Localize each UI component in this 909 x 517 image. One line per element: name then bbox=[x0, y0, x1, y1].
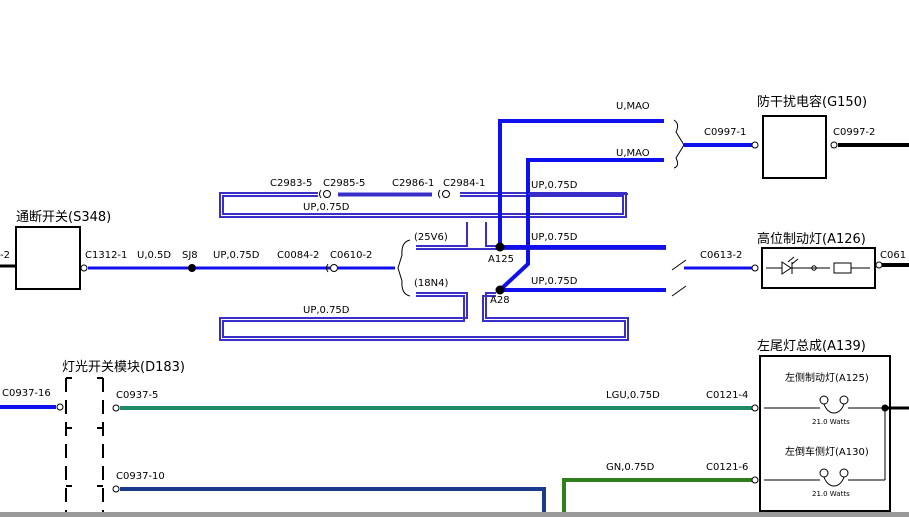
connector-icon[interactable] bbox=[112, 485, 120, 493]
connector-icon[interactable] bbox=[319, 189, 331, 199]
connector-label: C0610-2 bbox=[330, 250, 372, 261]
connector-icon[interactable] bbox=[751, 404, 759, 412]
wire-c0937-10[interactable] bbox=[120, 487, 546, 517]
s348-title: 通断开关(S348) bbox=[16, 210, 111, 225]
wire-label: UP,0.75D bbox=[303, 202, 350, 213]
connector-icon[interactable] bbox=[438, 189, 450, 199]
wire-label: UP,0.75D bbox=[213, 250, 260, 261]
splice-a125[interactable] bbox=[495, 242, 505, 252]
connector-label: C061 bbox=[880, 250, 906, 261]
wire-label: UP,0.75D bbox=[531, 180, 578, 191]
connector-label: -2 bbox=[0, 250, 10, 261]
connector-icon[interactable] bbox=[56, 403, 64, 411]
wire-label: GN,0.75D bbox=[606, 462, 655, 473]
wire-label: UP,0.75D bbox=[531, 276, 578, 287]
a139-reverse-label: 左倒车侧灯(A130) bbox=[785, 445, 869, 458]
a139-watts-2: 21.0 Watts bbox=[812, 490, 850, 498]
connector-icon[interactable] bbox=[751, 476, 759, 484]
a139-box[interactable] bbox=[759, 355, 891, 512]
connector-icon[interactable] bbox=[326, 263, 338, 273]
option-break bbox=[671, 285, 687, 297]
connector-icon[interactable] bbox=[875, 261, 883, 269]
d183-box-corners bbox=[66, 377, 103, 487]
connector-label: C0937-10 bbox=[116, 471, 165, 482]
option-bracket-right bbox=[673, 119, 685, 169]
option-break bbox=[671, 259, 687, 271]
wire-label: U,MAO bbox=[616, 148, 650, 159]
connector-label: C2986-1 bbox=[392, 178, 434, 189]
connector-label: C0121-4 bbox=[706, 390, 748, 401]
connector-label: C0937-5 bbox=[116, 390, 158, 401]
connector-icon[interactable] bbox=[80, 264, 88, 272]
connector-label: C2985-5 bbox=[323, 178, 365, 189]
a139-brake-label: 左侧制动灯(A125) bbox=[785, 371, 869, 384]
bulb-icon bbox=[764, 395, 885, 414]
wire-u-mao-1[interactable] bbox=[498, 119, 664, 247]
option-label: (18N4) bbox=[414, 278, 448, 289]
wire-label: U,MAO bbox=[616, 101, 650, 112]
connector-label: C0084-2 bbox=[277, 250, 319, 261]
connector-icon[interactable] bbox=[751, 141, 759, 149]
splice-a28[interactable] bbox=[495, 285, 505, 295]
g150-title: 防干扰电容(G150) bbox=[757, 94, 867, 110]
connector-label: C2984-1 bbox=[443, 178, 485, 189]
d183-box[interactable] bbox=[65, 378, 104, 517]
connector-label: C0997-1 bbox=[704, 127, 746, 138]
a139-title: 左尾灯总成(A139) bbox=[757, 339, 866, 354]
connector-icon[interactable] bbox=[112, 404, 120, 412]
g150-box[interactable] bbox=[762, 115, 827, 179]
option-bracket-left bbox=[397, 239, 411, 297]
wire-label: UP,0.75D bbox=[303, 305, 350, 316]
a126-lamp-icon bbox=[766, 256, 870, 275]
wire-loop-lower[interactable] bbox=[219, 292, 629, 341]
connector-label: C0121-6 bbox=[706, 462, 748, 473]
connector-icon[interactable] bbox=[830, 141, 838, 149]
wire-label: LGU,0.75D bbox=[606, 390, 660, 401]
wire-loop-upper[interactable] bbox=[219, 192, 627, 218]
connector-icon[interactable] bbox=[751, 264, 759, 272]
a139-watts-1: 21.0 Watts bbox=[812, 418, 850, 426]
splice-label: A125 bbox=[488, 254, 514, 265]
wire-gn-075d[interactable] bbox=[562, 478, 752, 517]
wire-label: UP,0.75D bbox=[531, 232, 578, 243]
d183-title: 灯光开关模块(D183) bbox=[62, 360, 185, 375]
a126-title: 高位制动灯(A126) bbox=[757, 231, 866, 247]
bulb-icon bbox=[764, 408, 886, 487]
wire-label: U,0.5D bbox=[137, 250, 171, 261]
splice-sj8[interactable] bbox=[188, 264, 196, 272]
splice-label: SJ8 bbox=[182, 250, 198, 261]
horizontal-scrollbar[interactable] bbox=[0, 512, 909, 517]
connector-label: C0613-2 bbox=[700, 250, 742, 261]
connector-label: C0997-2 bbox=[833, 127, 875, 138]
connector-label: C2983-5 bbox=[270, 178, 312, 189]
connector-label: C0937-16 bbox=[2, 388, 51, 399]
wire-u-mao-2[interactable] bbox=[498, 158, 664, 292]
option-label: (25V6) bbox=[414, 232, 448, 243]
splice-label: A28 bbox=[490, 295, 510, 306]
connector-label: C1312-1 bbox=[85, 250, 127, 261]
s348-box[interactable] bbox=[15, 226, 81, 290]
